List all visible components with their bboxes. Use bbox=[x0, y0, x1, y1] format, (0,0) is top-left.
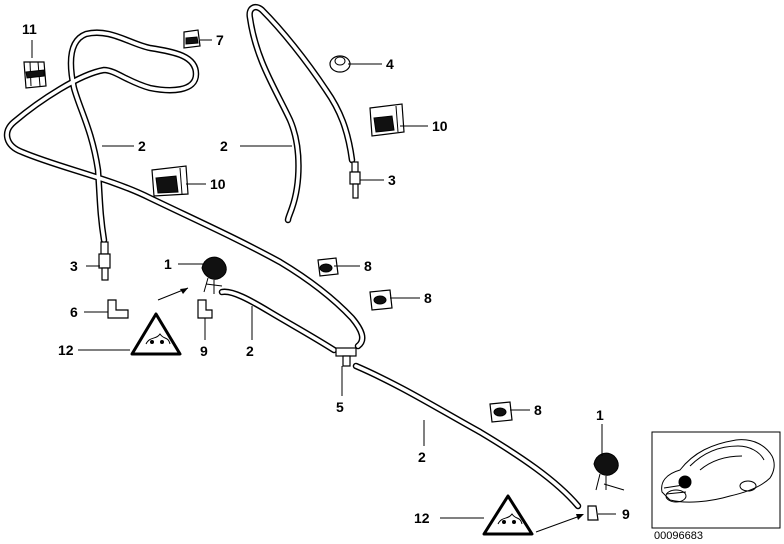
holder-part-10-upper bbox=[369, 103, 405, 137]
clip-part-11 bbox=[23, 61, 47, 89]
vehicle-thumbnail: 00096683 bbox=[651, 431, 781, 542]
callout-6: 6 bbox=[70, 304, 78, 320]
callout-1-right: 1 bbox=[596, 407, 604, 423]
callout-8-c: 8 bbox=[534, 402, 542, 418]
callout-3-left: 3 bbox=[70, 258, 78, 274]
callout-8-b: 8 bbox=[424, 290, 432, 306]
callout-3-right: 3 bbox=[388, 172, 396, 188]
callout-12-left: 12 bbox=[58, 342, 74, 358]
callout-10-lower: 10 bbox=[210, 176, 226, 192]
callout-2-left: 2 bbox=[138, 138, 146, 154]
t-piece-part-5 bbox=[335, 347, 357, 367]
callout-2-bottom: 2 bbox=[418, 449, 426, 465]
car-outline bbox=[661, 439, 775, 503]
clip-part-8-b bbox=[369, 289, 393, 311]
callout-7: 7 bbox=[216, 32, 224, 48]
elbow-part-6 bbox=[107, 299, 129, 319]
holder-part-10-lower bbox=[151, 165, 189, 197]
warning-label-part-12-right bbox=[482, 494, 534, 536]
connector-part-3-left bbox=[98, 241, 111, 281]
hose-main-loop bbox=[3, 29, 366, 350]
direction-arrow-right bbox=[535, 514, 584, 533]
location-marker bbox=[678, 475, 692, 489]
callout-8-a: 8 bbox=[364, 258, 372, 274]
grommet-part-4 bbox=[329, 55, 351, 73]
clip-part-7 bbox=[183, 29, 201, 49]
leader-lines bbox=[31, 39, 616, 519]
callout-4: 4 bbox=[386, 56, 394, 72]
connector-part-9-right bbox=[587, 505, 599, 521]
hose-short bbox=[218, 288, 338, 354]
connector-part-3-right bbox=[349, 161, 361, 199]
callout-labels: 11 7 4 2 2 10 10 3 3 1 8 8 6 12 9 2 5 8 … bbox=[22, 21, 630, 526]
callout-11: 11 bbox=[22, 21, 37, 37]
direction-arrow-left bbox=[157, 287, 189, 301]
clip-part-8-c bbox=[489, 401, 513, 423]
connector-part-9-left bbox=[197, 299, 213, 319]
callout-2-mid: 2 bbox=[220, 138, 228, 154]
nozzle-part-1-left bbox=[201, 256, 227, 294]
callout-2-lower: 2 bbox=[246, 343, 254, 359]
nozzle-part-1-right bbox=[593, 452, 625, 491]
diagram-code: 00096683 bbox=[654, 530, 703, 542]
clip-part-8-a bbox=[317, 257, 339, 277]
callout-1-left: 1 bbox=[164, 256, 172, 272]
callout-10-upper: 10 bbox=[432, 118, 448, 134]
hose-lower bbox=[352, 362, 582, 510]
callout-5: 5 bbox=[336, 399, 344, 415]
hose-upper bbox=[246, 4, 356, 224]
callout-9-right: 9 bbox=[622, 506, 630, 522]
warning-label-part-12-left bbox=[130, 312, 182, 356]
callout-12-right: 12 bbox=[414, 510, 430, 526]
callout-9-left: 9 bbox=[200, 343, 208, 359]
